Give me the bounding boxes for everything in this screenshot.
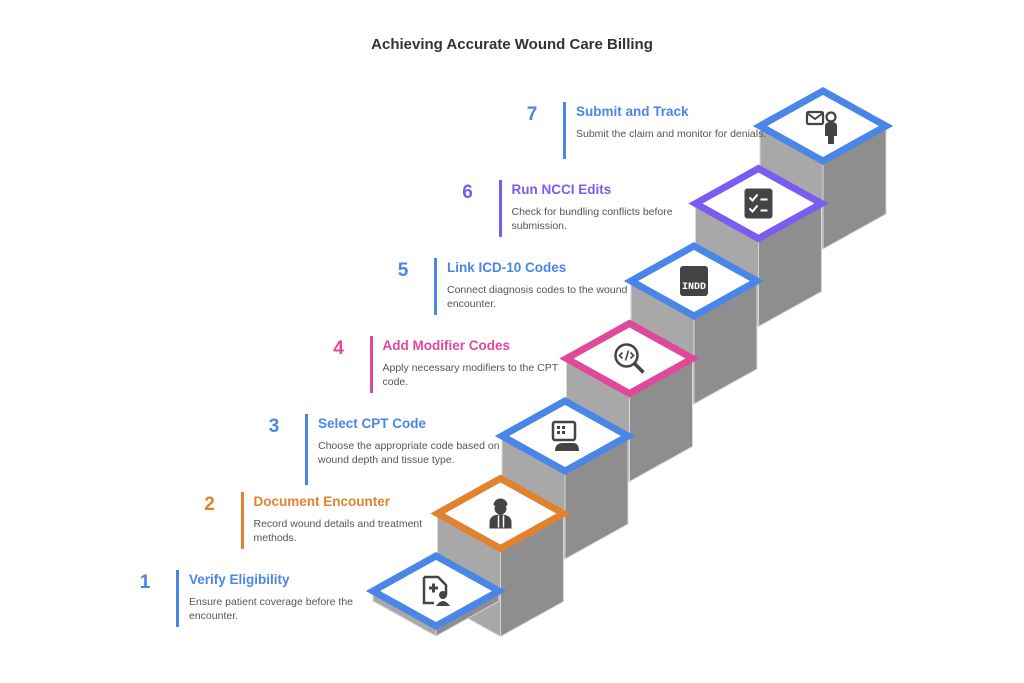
step-tread-3 [494,396,636,476]
step-description: Submit the claim and monitor for denials… [576,128,767,140]
step-title: Verify Eligibility [189,572,290,587]
diagram-title: Achieving Accurate Wound Care Billing [371,36,653,53]
injured-person-icon [489,498,512,529]
step-title: Add Modifier Codes [382,338,511,353]
step-title: Link ICD-10 Codes [447,260,567,275]
step-description: Connect diagnosis codes to the wound enc… [447,284,628,310]
step-number: 3 [268,416,280,437]
step-title: Run NCCI Edits [511,182,612,197]
indd-file-icon: INDD [680,266,708,296]
step-number: 6 [462,182,473,203]
step-description: Ensure patient coverage before the encou… [189,596,354,622]
patient-file-icon [422,575,450,606]
step-number: 5 [397,260,409,281]
step-number: 4 [333,338,344,359]
step-description: Record wound details and treatment metho… [253,518,423,544]
step-title: Submit and Track [576,104,689,119]
step-divider [176,570,179,627]
step-number: 1 [139,572,151,593]
step-divider [563,102,566,159]
step-block-1 [365,551,507,637]
step-number: 2 [204,494,215,515]
step-description: Check for bundling conflicts before subm… [511,206,673,232]
step-tread-4 [559,319,700,398]
step-description: Apply necessary modifiers to the CPT cod… [382,362,558,388]
mail-person-icon [805,110,837,144]
step-title: Document Encounter [253,494,391,509]
code-search-icon [614,343,645,374]
step-number: 7 [526,104,538,125]
indd-label: INDD [682,282,706,293]
step-tread-7 [752,86,894,166]
step-tread-1 [365,551,507,631]
checklist-icon [744,188,773,219]
step-divider [240,492,244,549]
step-description: Choose the appropriate code based on wou… [318,440,500,466]
code-terminal-icon [551,420,579,451]
step-divider [434,258,437,315]
step-title: Select CPT Code [318,416,427,431]
step-divider [305,414,308,485]
step-divider [369,336,373,393]
step-divider [498,180,502,237]
